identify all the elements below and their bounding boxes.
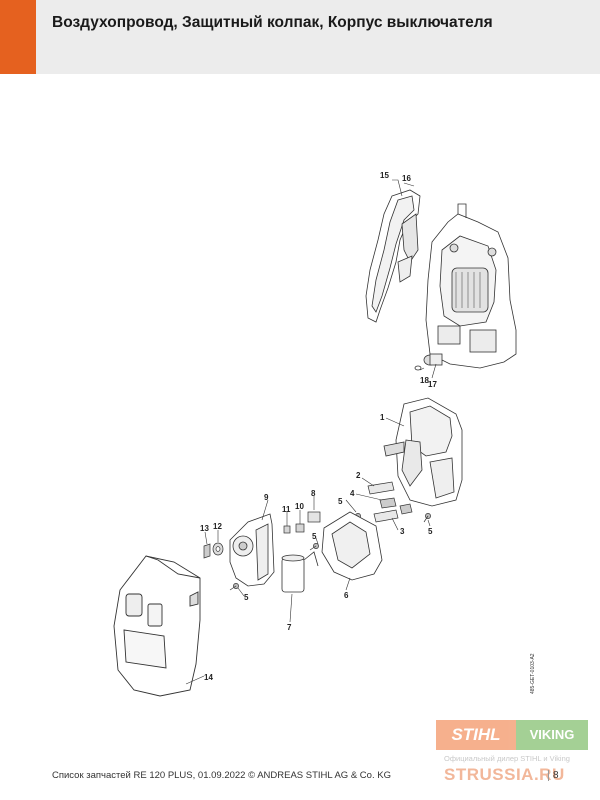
page-number: 8 — [548, 770, 559, 781]
hose-connector-part-17 — [414, 353, 443, 371]
callout-15: 15 — [380, 171, 389, 180]
seal-parts-12-13 — [203, 542, 224, 559]
callout-5-middle: 5 — [312, 532, 317, 541]
callout-5-top: 5 — [338, 497, 343, 506]
connector-parts-8-10-11 — [283, 511, 321, 534]
stihl-logo: STIHL — [436, 720, 516, 750]
air-duct-part-15 — [365, 189, 421, 323]
footer-text: Список запчастей RE 120 PLUS, 01.09.2022… — [52, 770, 391, 781]
callout-8: 8 — [311, 489, 316, 498]
callout-4: 4 — [350, 489, 355, 498]
cover-part-6 — [321, 511, 383, 581]
callout-6: 6 — [344, 591, 349, 600]
callout-16: 16 — [402, 174, 411, 183]
header-band — [0, 0, 600, 74]
callout-17: 17 — [428, 380, 437, 389]
switch-parts-2-3-4 — [367, 481, 413, 523]
protective-cap-part-14 — [113, 555, 201, 697]
callout-13: 13 — [200, 524, 209, 533]
drawing-code: 485-GET-0103-A2 — [530, 653, 536, 694]
viking-logo: VIKING — [516, 720, 588, 750]
site-watermark-text: STRUSSIA.RU — [444, 765, 565, 784]
callout-3: 3 — [400, 527, 405, 536]
callout-5-bottom: 5 — [244, 593, 249, 602]
callout-2: 2 — [356, 471, 361, 480]
dealer-watermark-text: Официальный дилер STIHL и Viking — [444, 754, 570, 763]
callout-leaders — [185, 179, 437, 685]
page-title: Воздухопровод, Защитный колпак, Корпус в… — [52, 14, 493, 31]
housing-part-9 — [229, 513, 275, 587]
callout-14: 14 — [204, 673, 213, 682]
motor-housing — [425, 203, 517, 369]
callout-11: 11 — [282, 505, 291, 514]
switch-housing-part-1 — [383, 397, 463, 507]
callout-1: 1 — [380, 413, 385, 422]
callout-7: 7 — [287, 623, 292, 632]
header-accent-bar — [0, 0, 36, 74]
callout-labels: 15 16 18 17 1 2 4 3 5 5 5 5 9 8 10 11 12… — [200, 171, 437, 682]
callout-18: 18 — [420, 376, 429, 385]
callout-5-right: 5 — [428, 527, 433, 536]
callout-10: 10 — [295, 502, 304, 511]
callout-9: 9 — [264, 493, 269, 502]
capacitor-part-7 — [281, 551, 319, 593]
callout-12: 12 — [213, 522, 222, 531]
